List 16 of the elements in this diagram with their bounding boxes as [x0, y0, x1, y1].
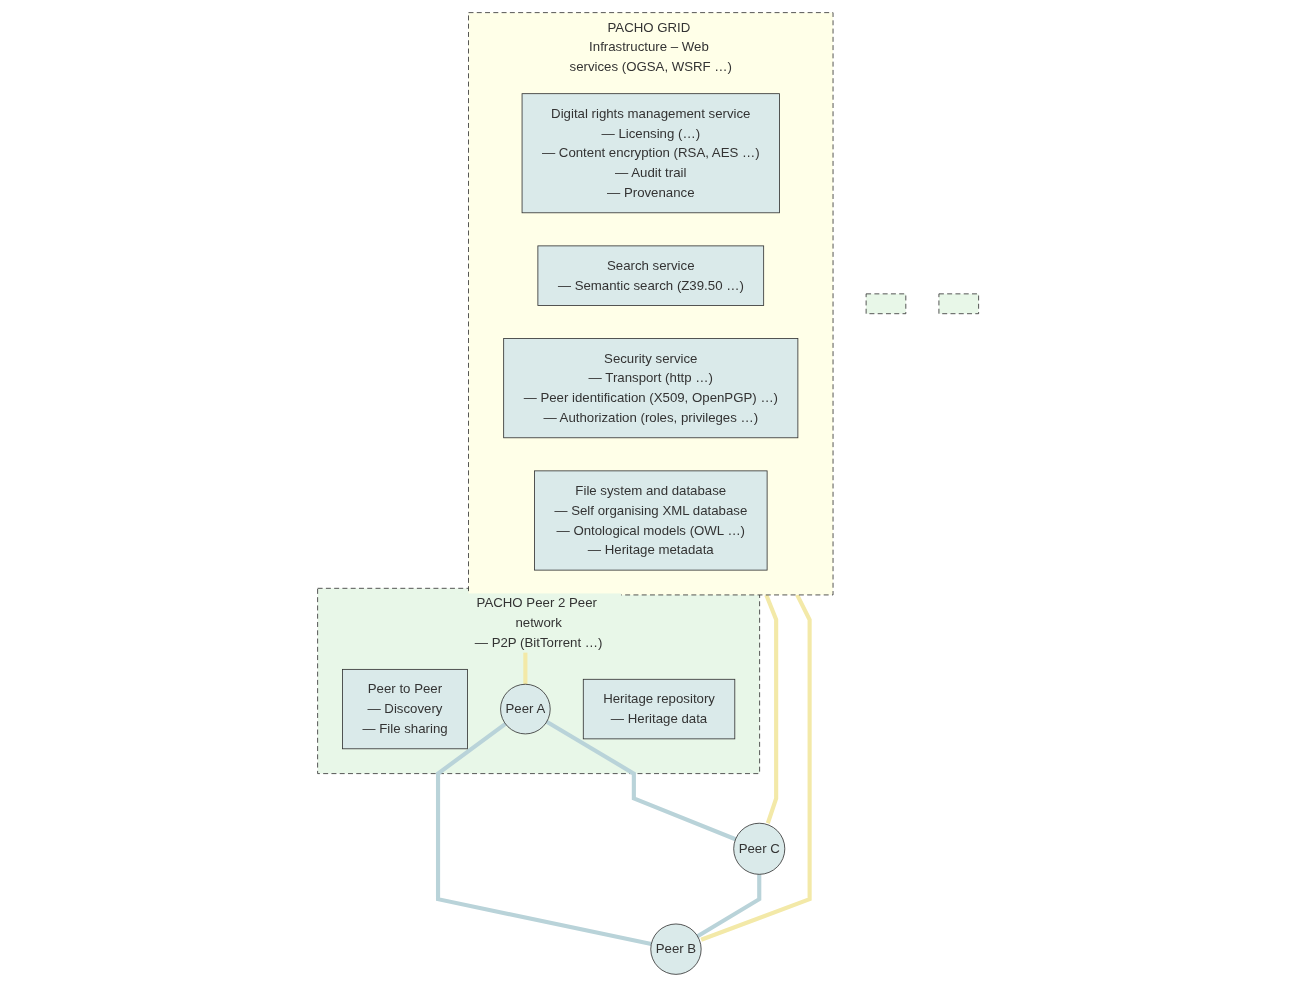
- node-box: Heritage repository — Heritage data: [582, 678, 736, 740]
- connector: [696, 874, 762, 938]
- node-box: Peer to Peer — Discovery — File sharing: [341, 668, 468, 750]
- node-box: Security service — Transport (http …) — Peer identification (X509, OpenPGP) …) — Authorization (roles, privileges …): [503, 338, 799, 439]
- node-circle: Peer B: [650, 923, 702, 975]
- connector: [764, 594, 779, 824]
- connector: [700, 594, 812, 942]
- node-box: [865, 293, 907, 315]
- node-box: [938, 293, 979, 315]
- connector: [435, 722, 652, 946]
- node-circle: Peer A: [500, 683, 551, 735]
- node-box: File system and database — Self organising XML database — Ontological models (OWL …) — Heritage metadata: [533, 470, 768, 571]
- connector: [545, 720, 737, 842]
- node-box: Search service — Semantic search (Z39.50 …): [537, 245, 764, 306]
- node-box: Digital rights management service — Licensing (…) — Content encryption (RSA, AES …) — Audit trail — Provenance: [521, 93, 780, 214]
- node-circle: Peer C: [733, 822, 786, 875]
